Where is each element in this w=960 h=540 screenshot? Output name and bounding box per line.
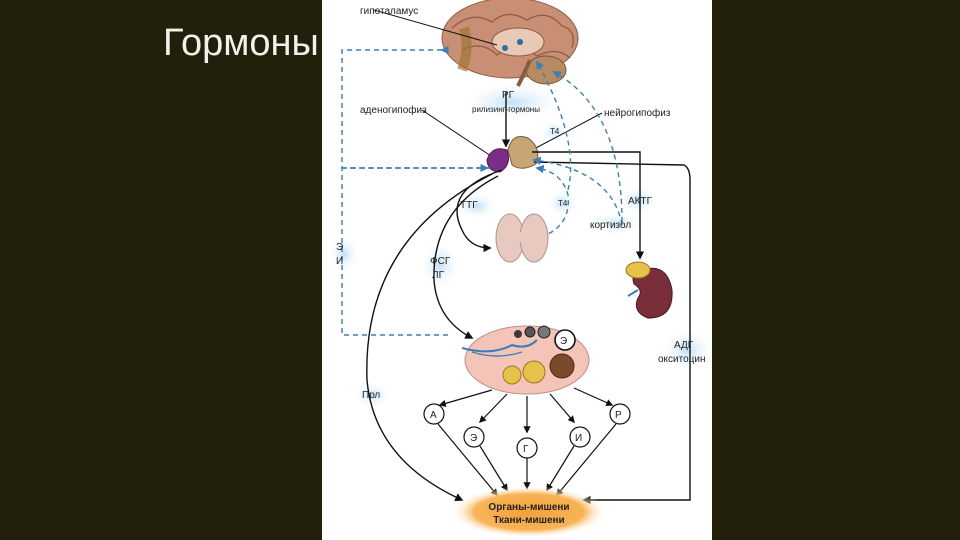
label-adenohypophysis: аденогипофиз xyxy=(360,104,427,116)
arrow-prl xyxy=(366,173,493,502)
label-circle-e: Э xyxy=(470,433,477,444)
endocrine-diagram: гипоталамус РГ рилизинг-гормоны аденогип… xyxy=(328,0,712,538)
thyroid-illustration xyxy=(495,213,549,263)
label-t4-mid: T4 xyxy=(558,199,568,208)
circle-e xyxy=(463,426,485,448)
label-circle-g: Г xyxy=(523,444,529,455)
kidney-illustration xyxy=(625,261,673,319)
hypothalamus-pointer xyxy=(373,9,498,46)
feedback-t4 xyxy=(531,164,570,241)
feedback-t4-top xyxy=(536,60,572,191)
diagram-panel: гипоталамус РГ рилизинг-гормоны аденогип… xyxy=(322,0,712,540)
label-oxytocin: окситоцин xyxy=(658,354,706,365)
arrow-i-target xyxy=(546,445,575,492)
label-rg: РГ xyxy=(502,90,515,101)
arrow-a-target xyxy=(437,423,498,497)
arrow-fsg-lg xyxy=(433,175,499,339)
circle-i xyxy=(569,426,591,448)
arrow-adg xyxy=(533,161,691,505)
hormone-circles xyxy=(423,403,631,459)
circle-a xyxy=(423,403,445,425)
label-circle-r: Р xyxy=(615,410,622,421)
pituitary-illustration xyxy=(486,136,539,173)
label-actg: АКТГ xyxy=(628,196,653,207)
label-adg: АДГ xyxy=(674,340,694,351)
circle-r xyxy=(609,403,631,425)
label-circle-a: А xyxy=(430,410,437,421)
label-fsg: ФСГ xyxy=(430,256,451,267)
brain-illustration xyxy=(441,0,579,87)
slide-title: Гормоны xyxy=(163,22,319,64)
adeno-pointer xyxy=(421,109,495,159)
label-prl: Прл xyxy=(362,390,380,401)
label-circle-e-top: Э xyxy=(560,336,567,347)
circle-e-ovary xyxy=(554,329,576,351)
target-organs-glow xyxy=(451,486,607,538)
label-circle-i: И xyxy=(575,433,582,444)
feedback-cortisol xyxy=(532,156,623,226)
label-t4-top: T4 xyxy=(550,127,560,136)
feedback-cortisol-top xyxy=(552,71,623,223)
label-e: Э xyxy=(336,242,343,253)
arrow-r-target xyxy=(556,423,617,497)
label-hypothalamus: гипоталамус xyxy=(360,6,418,17)
label-ttg: ТТГ xyxy=(460,200,478,211)
label-neurohypophysis: нейрогипофиз xyxy=(604,107,671,119)
label-highlights xyxy=(328,82,712,409)
arrow-actg xyxy=(532,151,645,260)
arrow-e-target xyxy=(479,445,508,492)
arrow-i xyxy=(549,393,575,424)
arrow-e xyxy=(479,393,508,424)
label-target-tissues: Ткани-мишени xyxy=(493,515,564,526)
arrow-r xyxy=(573,387,614,406)
label-i: И xyxy=(336,256,343,267)
label-lg: ЛГ xyxy=(432,270,445,281)
arrow-a xyxy=(438,389,493,407)
ovary-illustration xyxy=(461,325,590,395)
label-target-organs: Органы-мишени xyxy=(488,502,569,513)
feedback-ovary-hypothalamus xyxy=(341,45,452,336)
label-cortisol: кортизол xyxy=(590,220,631,231)
neuro-pointer xyxy=(531,112,603,151)
